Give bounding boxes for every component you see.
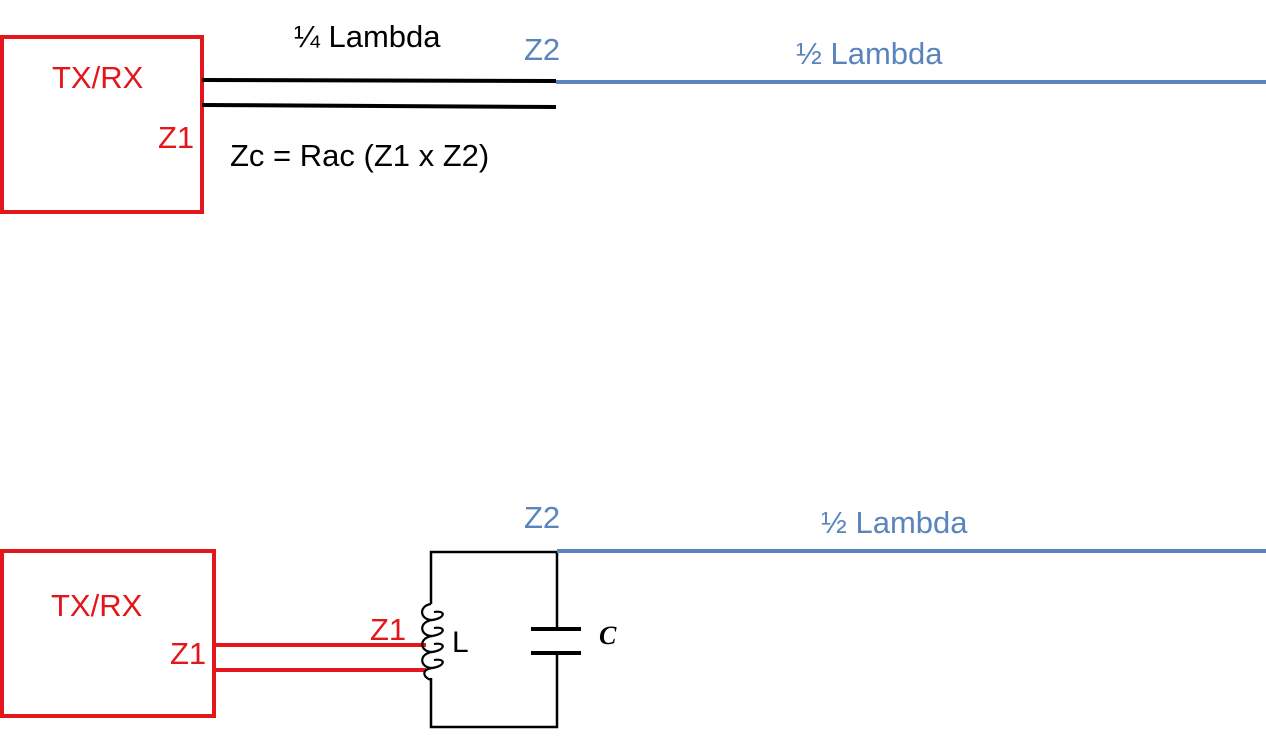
- bottom-z2-label: Z2: [524, 500, 560, 535]
- capacitor-icon: [531, 627, 581, 655]
- quarter-wave-line-upper: [201, 78, 557, 83]
- bottom-txrx-label: TX/RX: [51, 588, 143, 623]
- bottom-z1-label: Z1: [170, 636, 206, 671]
- bottom-diagram: TX/RX Z1 Z1 L C Z2: [0, 500, 1266, 729]
- top-diagram: TX/RX Z1 ¼ Lambda Zc = Rac (Z1 x Z2) Z2 …: [0, 19, 1266, 214]
- top-half-wave-label: ½ Lambda: [796, 36, 943, 71]
- tap-z1-label: Z1: [370, 612, 406, 647]
- top-txrx-label: TX/RX: [52, 60, 144, 95]
- inductor-coil-icon: [421, 602, 444, 682]
- bottom-txrx-box: [0, 549, 216, 718]
- bottom-half-wave-label: ½ Lambda: [821, 505, 968, 540]
- quarter-wave-line-lower: [201, 103, 557, 109]
- top-z1-label: Z1: [158, 120, 194, 155]
- inductor-label: L: [452, 626, 469, 659]
- quarter-wave-label: ¼ Lambda: [294, 19, 441, 54]
- tank-wire-bottom: [429, 654, 559, 729]
- tank-wire-top: [429, 550, 559, 628]
- top-txrx-box: [0, 35, 204, 214]
- capacitor-label: C: [599, 621, 617, 650]
- lc-tank-circuit: L C: [421, 550, 617, 729]
- impedance-formula: Zc = Rac (Z1 x Z2): [230, 138, 489, 173]
- top-z2-label: Z2: [524, 32, 560, 67]
